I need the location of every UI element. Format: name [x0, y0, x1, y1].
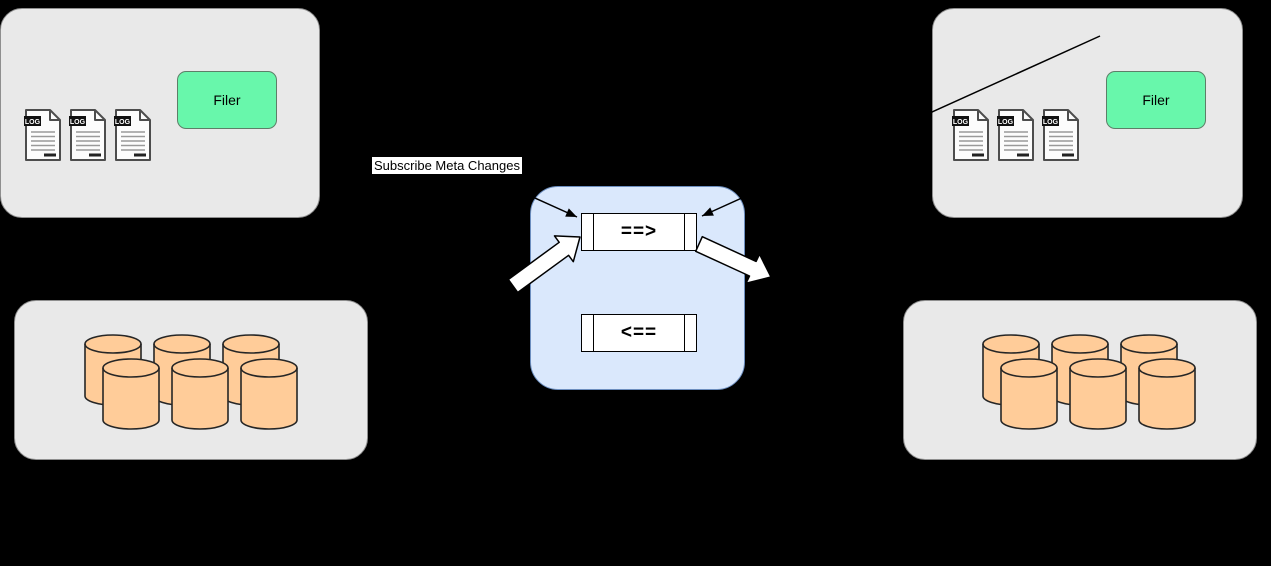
volume-panel-left [14, 300, 368, 460]
volume-panel-right [903, 300, 1257, 460]
volume-cylinder [999, 358, 1059, 430]
backward-topic-box: <== [581, 314, 697, 352]
filer-box-left: Filer [177, 71, 277, 129]
volume-cylinder [1137, 358, 1197, 430]
log-file-icon: LOG [68, 109, 108, 161]
volume-cylinder [170, 358, 230, 430]
filer-panel-left: LOG LOG LOG [0, 8, 320, 218]
volume-cylinder [239, 358, 299, 430]
log-badge-text: LOG [1043, 119, 1059, 126]
backward-topic-label: <== [620, 322, 658, 343]
filer-label: Filer [1142, 92, 1170, 108]
log-badge-text: LOG [25, 119, 41, 126]
filer-label: Filer [213, 92, 241, 108]
log-file-icon: LOG [1041, 109, 1081, 161]
log-badge-text: LOG [115, 119, 131, 126]
volume-cylinder [1068, 358, 1128, 430]
subscribe-meta-changes-label: Subscribe Meta Changes [372, 157, 522, 174]
volume-cylinder [101, 358, 161, 430]
message-queue-box: ==> <== [530, 186, 745, 390]
log-file-icon: LOG [951, 109, 991, 161]
log-badge-text: LOG [953, 119, 969, 126]
log-file-icon: LOG [113, 109, 153, 161]
log-badge-text: LOG [998, 119, 1014, 126]
filer-box-right: Filer [1106, 71, 1206, 129]
forward-topic-label: ==> [620, 221, 658, 242]
forward-topic-box: ==> [581, 213, 697, 251]
log-badge-text: LOG [70, 119, 86, 126]
log-file-icon: LOG [996, 109, 1036, 161]
filer-panel-right: LOG LOG LOG [932, 8, 1243, 218]
incoming-arrowhead [369, 362, 382, 374]
log-file-icon: LOG [23, 109, 63, 161]
